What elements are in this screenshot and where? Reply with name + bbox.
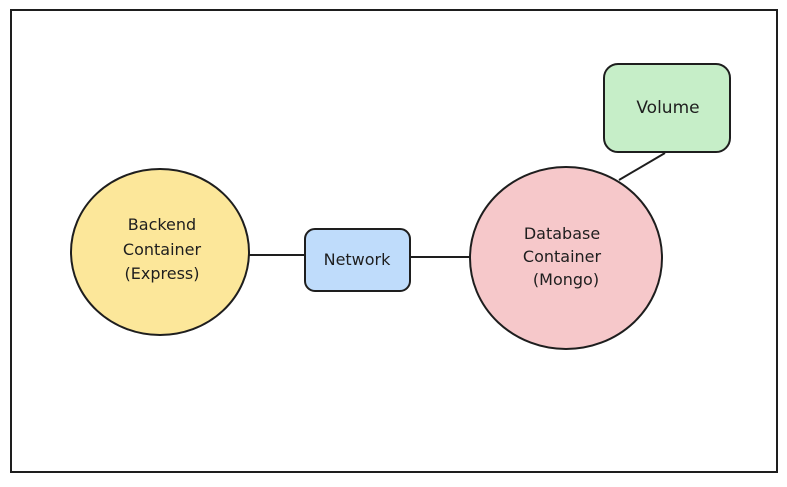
network-node[interactable]: Network <box>304 228 411 292</box>
volume-node[interactable]: Volume <box>603 63 731 153</box>
database-label-line-2: Container <box>523 247 602 266</box>
backend-container-circle <box>70 168 250 336</box>
backend-label-line-2: Container <box>123 240 202 259</box>
database-container-circle <box>469 166 663 350</box>
volume-label: Volume <box>636 98 699 118</box>
database-label-line-3: (Mongo) <box>533 270 599 289</box>
backend-label-line-3: (Express) <box>125 264 200 283</box>
volume-box <box>603 63 731 153</box>
backend-container-node[interactable]: Backend Container (Express) <box>70 168 250 336</box>
edge-database-volume <box>618 152 666 181</box>
network-label: Network <box>324 250 392 269</box>
database-container-node[interactable]: Database Container (Mongo) <box>469 166 663 350</box>
network-box <box>304 228 411 292</box>
backend-label-line-1: Backend <box>128 215 196 234</box>
database-label-line-1: Database <box>524 224 600 243</box>
